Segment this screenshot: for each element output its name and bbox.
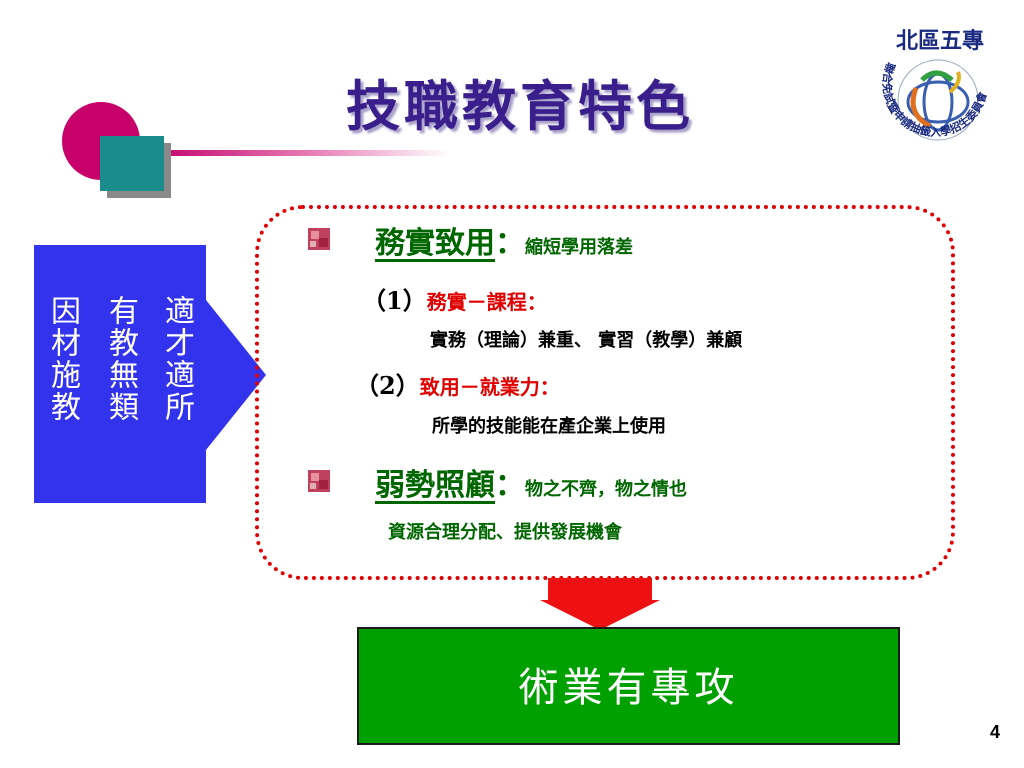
school-logo: 北區五專 聯合免試暨申請抽籤入學招生委員會 <box>880 28 990 141</box>
result-text: 術業有專攻 <box>518 665 739 711</box>
title-ornament-square <box>100 136 164 191</box>
item2-detail: 所學的技能能在產企業上使用 <box>432 416 666 437</box>
right-arrow-icon <box>206 300 266 450</box>
flower-bullet-icon <box>308 470 330 492</box>
title-ornament-line <box>150 150 450 156</box>
item2-number: （2） <box>355 371 420 400</box>
slide-title: 技職教育特色 <box>346 74 694 138</box>
section2-heading: 弱勢照顧 <box>375 468 495 503</box>
logo-top-text: 北區五專 <box>896 28 984 54</box>
down-arrow-icon <box>540 578 660 630</box>
side-column-3: 因材施教 <box>45 295 80 423</box>
section1-note: 縮短學用落差 <box>525 237 633 258</box>
page-number: 4 <box>990 722 1001 742</box>
side-principles-box: 適才適所 有教無類 因材施教 <box>34 245 206 503</box>
section2-note: 物之不齊，物之情也 <box>525 479 687 500</box>
side-column-1: 適才適所 <box>159 295 194 423</box>
item1-number: （1） <box>362 286 427 315</box>
section1-colon: ： <box>495 226 525 261</box>
section1-heading: 務實致用 <box>375 226 495 261</box>
item1-label: 務實－課程 <box>426 290 527 314</box>
item2-colon: ： <box>539 375 560 399</box>
flower-bullet-icon <box>308 228 330 250</box>
section2-colon: ： <box>495 468 525 503</box>
item2-label: 致用－就業力 <box>419 375 540 399</box>
result-box <box>357 627 900 745</box>
item1-detail: 實務（理論）兼重、 實習（教學）兼顧 <box>430 330 743 351</box>
side-column-2: 有教無類 <box>103 295 138 423</box>
section2-detail: 資源合理分配、提供發展機會 <box>388 522 622 543</box>
item1-colon: ： <box>526 290 547 314</box>
